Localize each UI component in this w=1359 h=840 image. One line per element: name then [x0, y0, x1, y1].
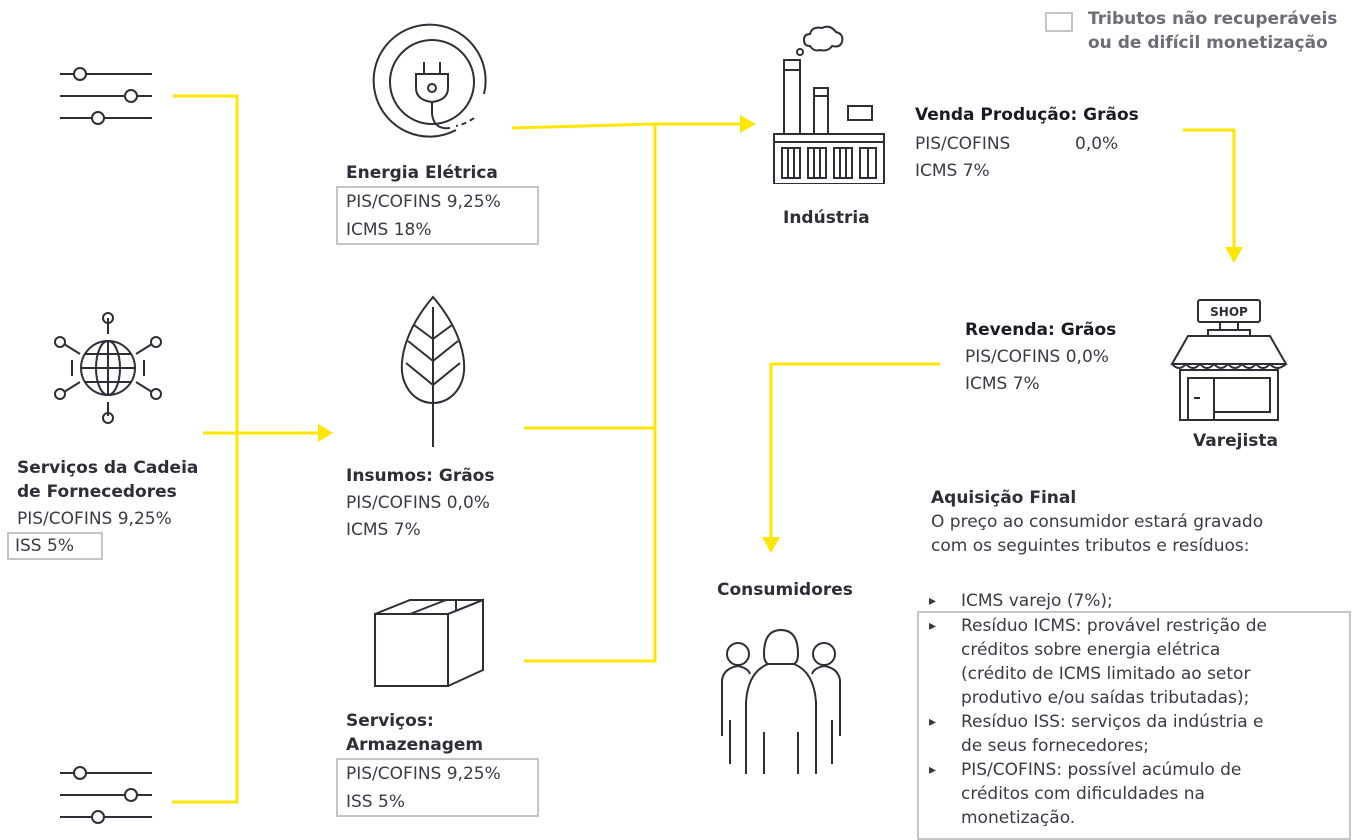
servicos-arm-pis: PIS/COFINS 9,25%: [346, 764, 501, 784]
legend-line1: Tributos não recuperáveis: [1088, 9, 1338, 29]
aquisicao-residuos-list: Resíduo ICMS: provável restrição de créd…: [923, 614, 1343, 830]
arrow-insumos: [318, 424, 333, 442]
aquisicao-item-residuo-icms: Resíduo ICMS: provável restrição de créd…: [923, 614, 1343, 710]
legend-line2: ou de difícil monetização: [1088, 33, 1328, 53]
shop-sign: SHOP: [1210, 305, 1248, 319]
energia-box: [336, 186, 539, 245]
aquisicao-item-icms-varejo: ICMS varejo (7%);: [923, 589, 1113, 613]
fornecedores-pis: PIS/COFINS 9,25%: [17, 509, 172, 529]
to-consumidores-line: [769, 362, 940, 540]
servicos-arm-iss: ISS 5%: [346, 792, 405, 812]
insumos-pis: PIS/COFINS 0,0%: [346, 493, 490, 513]
insumos-icms: ICMS 7%: [346, 520, 421, 540]
globe-network-icon: [54, 312, 162, 424]
revenda-pis: PIS/COFINS 0,0%: [965, 347, 1109, 367]
fornecedores-title-1: Serviços da Cadeia: [17, 458, 199, 478]
fornecedores-iss-box: [7, 532, 103, 560]
consumidores-label: Consumidores: [717, 580, 853, 600]
factory-icon: [773, 25, 885, 184]
arrow-industria: [740, 115, 756, 133]
fornecedores-iss: ISS 5%: [15, 536, 74, 556]
venda-icms: ICMS 7%: [915, 161, 990, 181]
aquisicao-residuos-box: [917, 611, 1351, 840]
to-varejista-line: [1183, 128, 1236, 248]
venda-pis-label: PIS/COFINS: [915, 134, 1011, 154]
industria-label: Indústria: [783, 208, 870, 228]
sliders-icon-bottom: [60, 766, 152, 824]
fornecedores-title-2: de Fornecedores: [17, 482, 177, 502]
aquisicao-desc-2: com os seguintes tributos e resíduos:: [931, 536, 1250, 556]
sliders-icon-top: [60, 67, 152, 125]
servicos-arm-title-2: Armazenagem: [346, 735, 484, 755]
energia-pis: PIS/COFINS 9,25%: [346, 192, 501, 212]
aquisicao-first-list: ICMS varejo (7%);: [923, 589, 1113, 613]
aquisicao-title: Aquisição Final: [931, 488, 1077, 508]
revenda-title: Revenda: Grãos: [965, 320, 1117, 340]
legend: Tributos não recuperáveis ou de difícil …: [1045, 7, 1355, 59]
aquisicao-desc-1: O preço ao consumidor estará gravado: [931, 512, 1264, 532]
aquisicao-item-residuo-iss: Resíduo ISS: serviços da indústria e de …: [923, 710, 1343, 758]
left-bus-line: [172, 94, 239, 804]
aquisicao-item-pis-cofins: PIS/COFINS: possível acúmulo de créditos…: [923, 758, 1343, 830]
revenda-icms: ICMS 7%: [965, 374, 1040, 394]
shop-icon: SHOP: [1170, 299, 1288, 421]
servicos-arm-title-1: Serviços:: [346, 711, 434, 731]
package-icon: [374, 598, 484, 687]
venda-title: Venda Produção: Grãos: [915, 105, 1139, 125]
arrow-varejista: [1225, 247, 1243, 263]
people-icon: [721, 628, 841, 774]
legend-swatch: [1045, 12, 1073, 32]
servicos-arm-box: [336, 758, 539, 817]
insumos-title: Insumos: Grãos: [346, 466, 495, 486]
varejista-label: Varejista: [1193, 431, 1278, 451]
venda-pis-value: 0,0%: [1075, 134, 1119, 154]
energia-icms: ICMS 18%: [346, 220, 432, 240]
energia-title: Energia Elétrica: [346, 163, 498, 183]
plug-icon: [372, 23, 487, 138]
leaf-icon: [400, 295, 466, 447]
arrow-consumidores: [762, 537, 780, 553]
right-bus-line: [511, 122, 657, 663]
